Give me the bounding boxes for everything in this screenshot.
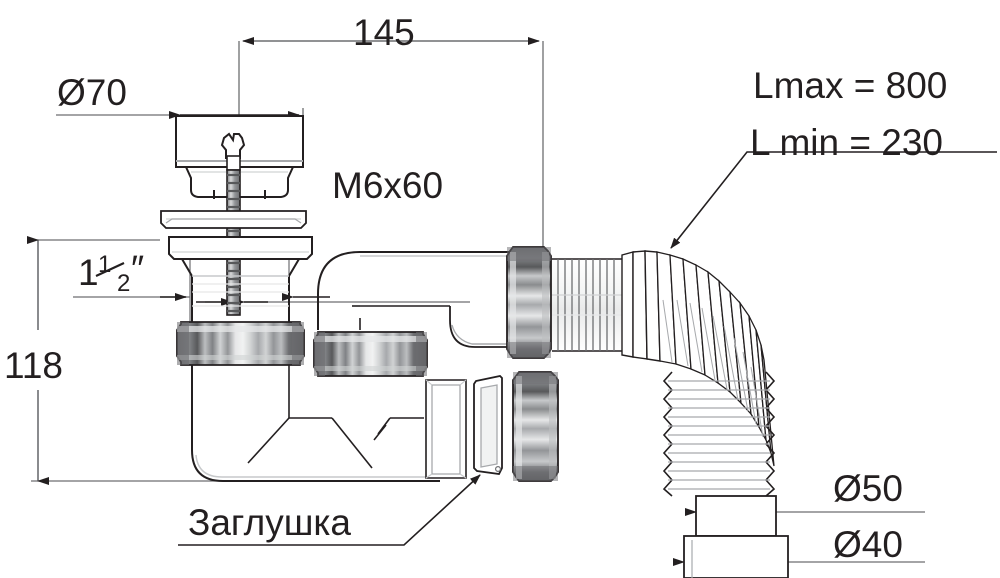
label-diameter-50: Ø50: [833, 468, 903, 509]
label-length-145: 145: [353, 12, 415, 53]
siphon-bowl: [191, 365, 440, 482]
label-diameter-70: Ø70: [57, 72, 127, 113]
label-lmax: Lmax = 800: [753, 65, 947, 106]
outlet-spigot: [425, 379, 467, 479]
label-pipe-size: 1 1 2 ″: [78, 248, 144, 297]
label-lmin: L min = 230: [750, 122, 943, 163]
plug-cap: [473, 375, 503, 475]
vertical-cap-nut: [512, 371, 559, 482]
label-thread-m6x60: M6x60: [332, 165, 443, 206]
label-pipe-size-whole: 1: [78, 252, 99, 293]
hose-outlet-end: [683, 535, 789, 578]
gasket-washer: [160, 210, 307, 229]
outlet-flange: [168, 236, 313, 330]
label-diameter-40: Ø40: [833, 524, 903, 565]
knurled-nut-right: [313, 331, 428, 377]
hose-outlet-tube: [695, 495, 777, 537]
knurled-nut-left: [176, 321, 305, 366]
flexible-corrugated-hose: [552, 250, 776, 497]
elbow-pipe: [317, 251, 510, 348]
label-pipe-size-denominator: 2: [117, 270, 130, 297]
label-height-118: 118: [4, 345, 63, 386]
hose-coupling-nut: [506, 246, 552, 359]
label-plug: Заглушка: [188, 502, 351, 543]
leader-plug: [178, 474, 481, 546]
leader-hose-length: [670, 151, 997, 249]
label-pipe-size-inch-mark: ″: [131, 248, 144, 289]
